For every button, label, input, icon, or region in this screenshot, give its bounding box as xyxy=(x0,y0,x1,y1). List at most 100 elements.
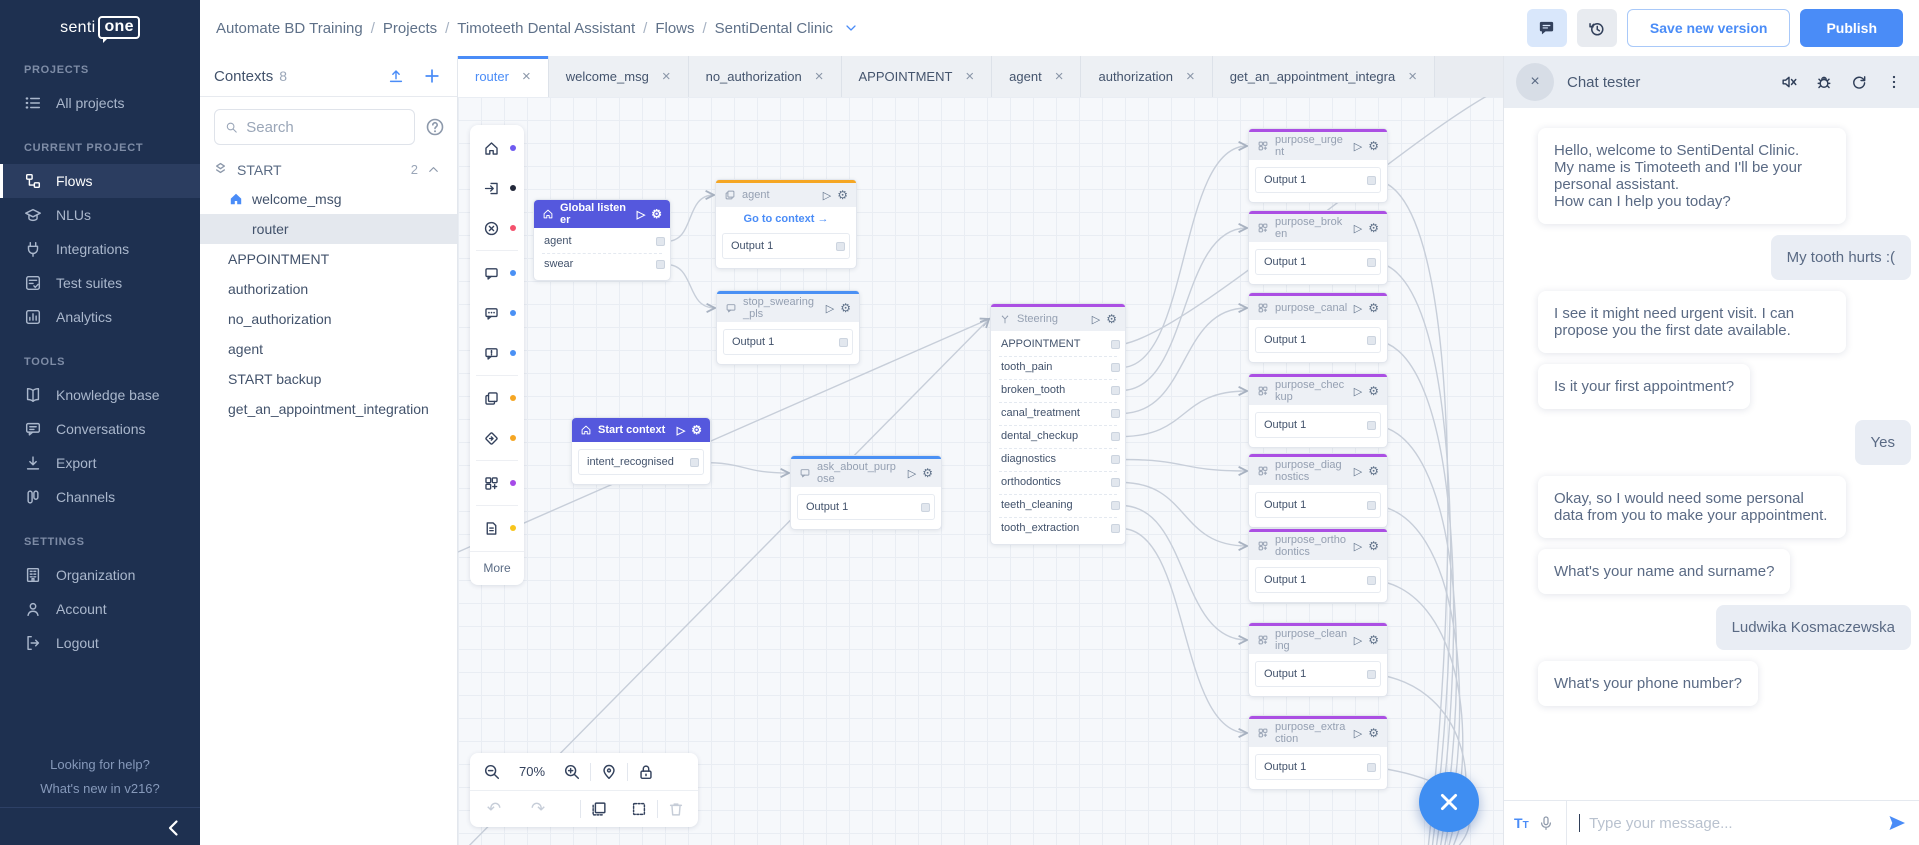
flow-node-purpose_extraction[interactable]: purpose_extraction▷⚙Output 1 xyxy=(1248,715,1388,790)
node-settings-icon[interactable]: ⚙ xyxy=(1368,464,1379,478)
output-connector[interactable] xyxy=(1367,670,1376,679)
breadcrumb-item[interactable]: Projects xyxy=(382,19,438,37)
debug-icon[interactable] xyxy=(1815,73,1833,91)
tab-router[interactable]: router× xyxy=(458,56,549,97)
flow-node-purpose_broken[interactable]: purpose_broken▷⚙Output 1 xyxy=(1248,210,1388,285)
node-run-icon[interactable]: ▷ xyxy=(907,467,917,480)
context-item-welcome-msg[interactable]: welcome_msg xyxy=(200,184,457,214)
microphone-icon[interactable] xyxy=(1538,815,1554,831)
node-settings-icon[interactable]: ⚙ xyxy=(840,301,851,315)
node-row[interactable]: tooth_extraction xyxy=(991,517,1125,540)
delete-icon[interactable] xyxy=(667,800,685,818)
toggle-chat-tester-button[interactable] xyxy=(1526,9,1567,47)
sidebar-item-channels[interactable]: Channels xyxy=(0,480,200,514)
flow-node-agent[interactable]: agent▷⚙Go to context →Output 1 xyxy=(715,179,857,269)
node-row[interactable]: broken_tooth xyxy=(991,379,1125,402)
palette-item-circlex[interactable] xyxy=(470,208,524,248)
sidebar-item-flows[interactable]: Flows xyxy=(0,164,200,198)
node-settings-icon[interactable]: ⚙ xyxy=(922,466,933,480)
palette-item-bubbledots[interactable] xyxy=(470,293,524,333)
go-to-context-link[interactable]: Go to context → xyxy=(743,213,829,225)
kebab-menu-icon[interactable] xyxy=(1885,73,1903,91)
chevron-up-icon[interactable] xyxy=(426,162,441,177)
node-row[interactable]: Output 1 xyxy=(1255,661,1381,687)
node-settings-icon[interactable]: ⚙ xyxy=(1368,301,1379,315)
context-item-appointment[interactable]: APPOINTMENT xyxy=(200,244,457,274)
mute-icon[interactable] xyxy=(1780,73,1798,91)
close-tab-icon[interactable]: × xyxy=(1185,68,1195,85)
node-settings-icon[interactable]: ⚙ xyxy=(1368,633,1379,647)
restart-conversation-icon[interactable] xyxy=(1850,73,1868,91)
output-connector[interactable] xyxy=(1367,763,1376,772)
center-view-icon[interactable] xyxy=(600,763,618,781)
node-run-icon[interactable]: ▷ xyxy=(1353,465,1363,478)
version-history-button[interactable] xyxy=(1576,9,1617,47)
node-row[interactable]: Output 1 xyxy=(797,494,935,520)
help-link[interactable]: Looking for help? xyxy=(50,757,150,772)
node-row[interactable]: canal_treatment xyxy=(991,402,1125,425)
output-connector[interactable] xyxy=(1367,421,1376,430)
output-connector[interactable] xyxy=(656,237,665,246)
send-message-icon[interactable] xyxy=(1887,813,1907,833)
output-connector[interactable] xyxy=(1111,340,1120,349)
publish-button[interactable]: Publish xyxy=(1800,9,1903,47)
node-row[interactable]: Output 1 xyxy=(1255,412,1381,438)
tab-get-an-appointment-integra[interactable]: get_an_appointment_integra× xyxy=(1212,56,1435,97)
palette-item-home[interactable] xyxy=(470,128,524,168)
palette-item-doc[interactable] xyxy=(470,508,524,548)
output-connector[interactable] xyxy=(1111,501,1120,510)
node-row[interactable]: Output 1 xyxy=(1255,327,1381,353)
tab-appointment[interactable]: APPOINTMENT× xyxy=(841,56,993,97)
sidebar-item-conversations[interactable]: Conversations xyxy=(0,412,200,446)
node-settings-icon[interactable]: ⚙ xyxy=(1368,384,1379,398)
context-item-start-backup[interactable]: START backup xyxy=(200,364,457,394)
flow-node-purpose_diagnostics[interactable]: purpose_diagnostics▷⚙Output 1 xyxy=(1248,453,1388,528)
node-row[interactable]: Output 1 xyxy=(722,233,850,259)
palette-item-diamondarrow[interactable] xyxy=(470,418,524,458)
node-run-icon[interactable]: ▷ xyxy=(636,208,646,221)
output-connector[interactable] xyxy=(836,242,845,251)
output-connector[interactable] xyxy=(1111,386,1120,395)
node-settings-icon[interactable]: ⚙ xyxy=(1368,539,1379,553)
node-row[interactable]: Output 1 xyxy=(1255,492,1381,518)
close-tab-icon[interactable]: × xyxy=(814,68,824,85)
sidebar-item-knowledge-base[interactable]: Knowledge base xyxy=(0,378,200,412)
node-run-icon[interactable]: ▷ xyxy=(825,302,835,315)
sidebar-item-account[interactable]: Account xyxy=(0,592,200,626)
flow-node-purpose_checkup[interactable]: purpose_checkup▷⚙Output 1 xyxy=(1248,373,1388,448)
text-format-icon[interactable]: TT xyxy=(1514,815,1529,831)
breadcrumb-item[interactable]: SentiDental Clinic xyxy=(714,19,834,37)
flow-node-purpose_cleaning[interactable]: purpose_cleaning▷⚙Output 1 xyxy=(1248,622,1388,697)
undo-icon[interactable]: ↶ xyxy=(486,799,502,818)
sidebar-item-analytics[interactable]: Analytics xyxy=(0,300,200,334)
node-run-icon[interactable]: ▷ xyxy=(822,189,832,202)
whats-new-link[interactable]: What's new in v216? xyxy=(40,781,160,796)
sidebar-item-export[interactable]: Export xyxy=(0,446,200,480)
output-connector[interactable] xyxy=(1111,524,1120,533)
node-row[interactable]: Output 1 xyxy=(1255,567,1381,593)
output-connector[interactable] xyxy=(656,260,665,269)
search-input[interactable] xyxy=(246,118,404,136)
output-connector[interactable] xyxy=(1111,432,1120,441)
flow-node-purpose_urgent[interactable]: purpose_urgent▷⚙Output 1 xyxy=(1248,128,1388,203)
close-tab-icon[interactable]: × xyxy=(965,68,975,85)
node-run-icon[interactable]: ▷ xyxy=(676,424,686,437)
zoom-in-icon[interactable] xyxy=(563,763,581,781)
node-row[interactable]: agent xyxy=(534,230,670,253)
tab-authorization[interactable]: authorization× xyxy=(1081,56,1213,97)
palette-item-signin[interactable] xyxy=(470,168,524,208)
sidebar-item-all-projects[interactable]: All projects xyxy=(0,86,200,120)
node-settings-icon[interactable]: ⚙ xyxy=(1368,221,1379,235)
node-run-icon[interactable]: ▷ xyxy=(1353,634,1363,647)
node-row[interactable]: Output 1 xyxy=(1255,754,1381,780)
message-input[interactable]: Type your message... xyxy=(1589,814,1733,832)
node-row[interactable]: Output 1 xyxy=(1255,167,1381,193)
output-connector[interactable] xyxy=(1111,478,1120,487)
node-settings-icon[interactable]: ⚙ xyxy=(837,188,848,202)
help-icon[interactable] xyxy=(425,117,445,137)
contexts-search-box[interactable] xyxy=(214,109,415,145)
flow-node-purpose_canal[interactable]: purpose_canal▷⚙Output 1 xyxy=(1248,292,1388,363)
palette-more-button[interactable]: More xyxy=(470,551,524,582)
output-connector[interactable] xyxy=(690,458,699,467)
